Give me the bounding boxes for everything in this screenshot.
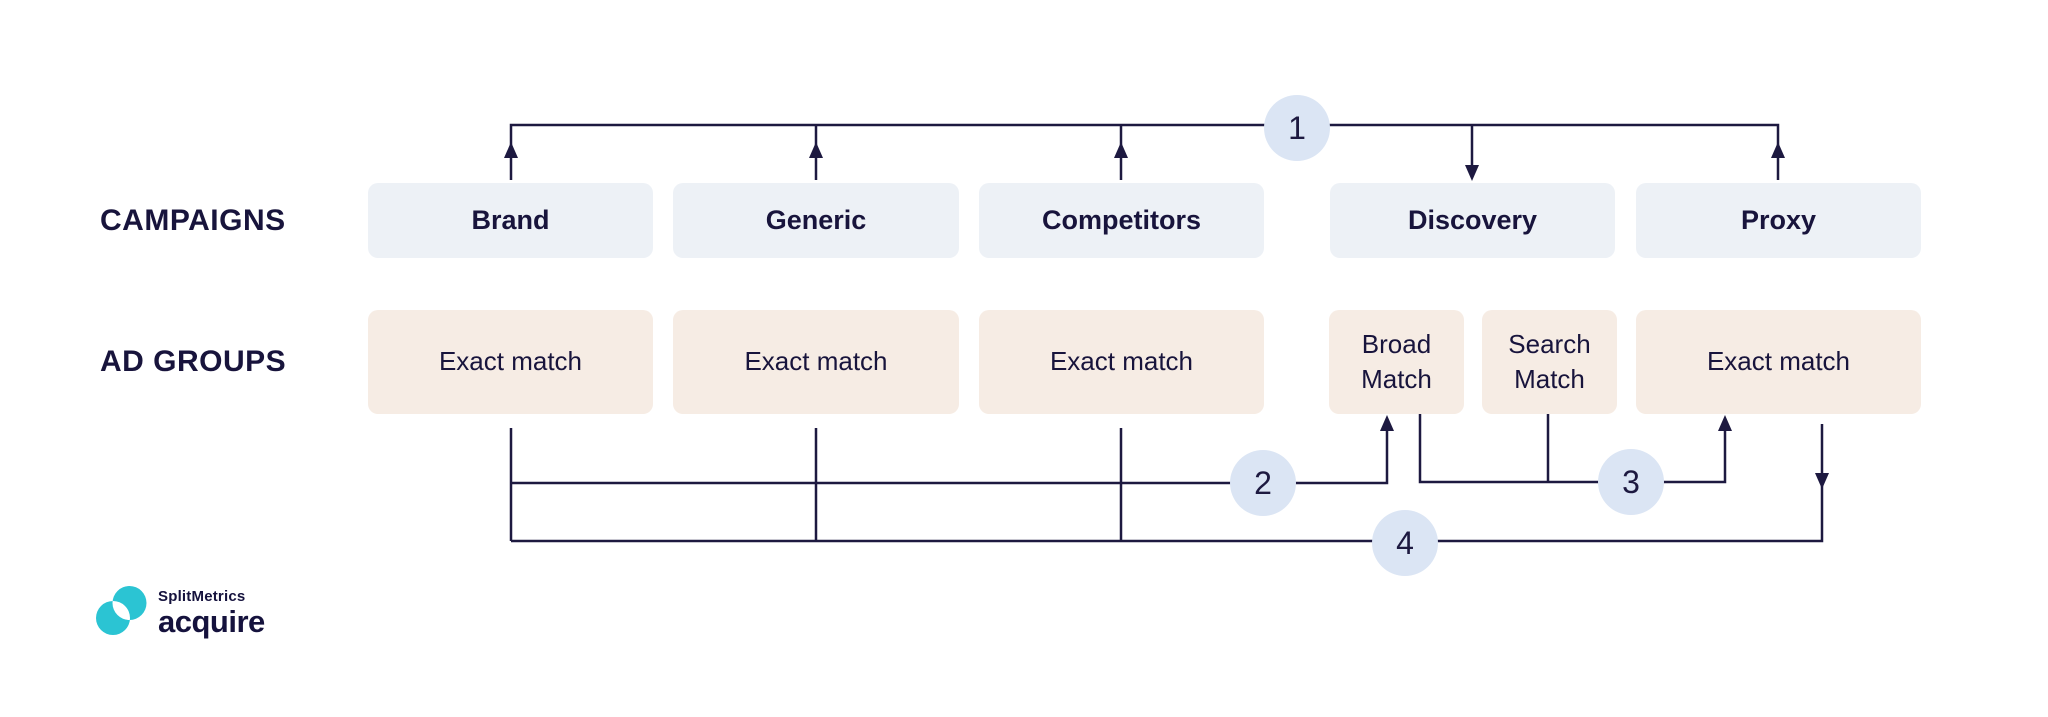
adgroup-label: Exact match bbox=[744, 346, 888, 377]
adgroup-box-generic-exact: Exact match bbox=[673, 310, 959, 414]
top-line bbox=[509, 123, 1780, 180]
splitmetrics-logo-icon bbox=[96, 586, 147, 635]
campaign-box-proxy: Proxy bbox=[1636, 183, 1921, 258]
adgroup-label: Exact match bbox=[1706, 346, 1851, 377]
campaign-label: Competitors bbox=[1041, 205, 1201, 235]
campaign-box-brand: Brand bbox=[368, 183, 653, 258]
splitmetrics-acquire-logo: SplitMetrics acquire bbox=[96, 584, 265, 637]
campaign-label: Brand bbox=[471, 205, 550, 235]
arrow-up-competitors-icon bbox=[1114, 142, 1128, 158]
arrow-down-return-icon bbox=[1815, 473, 1829, 489]
connector-3-to-proxy-exact bbox=[1418, 414, 1732, 484]
connector-adgroup-stubs bbox=[509, 428, 1123, 541]
line-4 bbox=[511, 424, 1824, 543]
arrow-up-broad-match-icon bbox=[1380, 415, 1394, 431]
adgroup-box-search-match: Search Match bbox=[1482, 310, 1617, 414]
badge-1: 1 bbox=[1264, 95, 1330, 161]
connector-4-return-loop bbox=[511, 424, 1829, 543]
adgroup-box-broad-match: Broad Match bbox=[1329, 310, 1464, 414]
adgroup-label: Exact match bbox=[438, 346, 583, 377]
line-2 bbox=[511, 427, 1389, 485]
campaign-box-discovery: Discovery bbox=[1330, 183, 1615, 258]
adgroup-label: Exact match bbox=[1049, 346, 1194, 377]
connector-1-campaign-loop bbox=[504, 123, 1785, 181]
campaigns-row-label: CAMPAIGNS bbox=[100, 203, 286, 237]
overlapping-circles-icon bbox=[96, 586, 147, 635]
campaign-box-competitors: Competitors bbox=[979, 183, 1264, 258]
arrow-up-proxy-exact-icon bbox=[1718, 415, 1732, 431]
arrow-up-brand-icon bbox=[504, 142, 518, 158]
line-3 bbox=[1418, 414, 1727, 484]
connector-2-to-broad-match bbox=[511, 415, 1394, 485]
adgroup-label: Search Match bbox=[1508, 328, 1591, 394]
adgroup-box-competitors-exact: Exact match bbox=[979, 310, 1264, 414]
adgroup-box-brand-exact: Exact match bbox=[368, 310, 653, 414]
campaign-label: Proxy bbox=[1740, 205, 1817, 235]
campaign-label: Generic bbox=[765, 205, 867, 235]
logo-wordmark: SplitMetrics acquire bbox=[158, 584, 265, 637]
campaign-box-generic: Generic bbox=[673, 183, 959, 258]
arrow-down-discovery-icon bbox=[1465, 165, 1479, 181]
arrow-up-generic-icon bbox=[809, 142, 823, 158]
adgroup-box-proxy-exact: Exact match bbox=[1636, 310, 1921, 414]
badge-3: 3 bbox=[1598, 449, 1664, 515]
logo-product-name: acquire bbox=[158, 604, 265, 639]
campaign-label: Discovery bbox=[1407, 205, 1538, 235]
adgroup-label: Broad Match bbox=[1361, 328, 1432, 394]
arrow-up-proxy-icon bbox=[1771, 142, 1785, 158]
logo-company-name: SplitMetrics bbox=[158, 588, 246, 605]
badge-4: 4 bbox=[1372, 510, 1438, 576]
badge-2: 2 bbox=[1230, 450, 1296, 516]
ad-groups-row-label: AD GROUPS bbox=[100, 345, 287, 378]
